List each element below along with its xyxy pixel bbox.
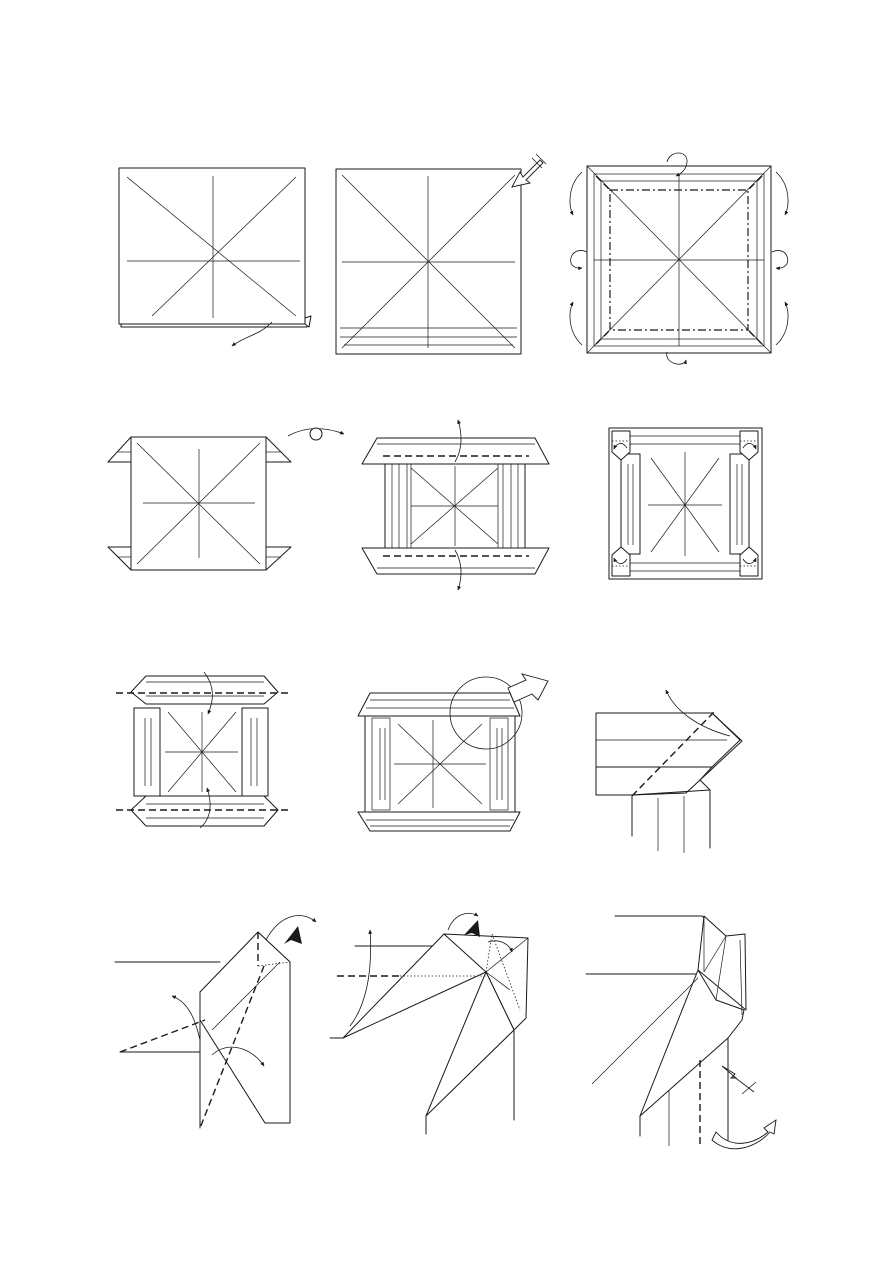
- fold-arrow-icon: [265, 915, 317, 941]
- step-4-flap-tl: [107, 436, 132, 463]
- zoom-circle-icon: [449, 676, 523, 750]
- step-12-top-edge: [614, 915, 717, 929]
- step-7-bottom-band: [130, 795, 279, 827]
- step-7: [116, 671, 292, 829]
- step-8: [357, 673, 549, 832]
- step-7-right-column: [241, 707, 269, 797]
- step-6: [608, 427, 763, 580]
- unfold-arrow-icon: [666, 351, 687, 365]
- unfold-arrow-icon: [569, 171, 583, 216]
- repeat-arrow-icon: [511, 153, 547, 188]
- step-12-guide-line: [591, 977, 699, 1085]
- step-10-long-valley: [199, 965, 265, 1129]
- step-4-flap-tr: [265, 436, 292, 463]
- fold-arrow-icon: [199, 787, 211, 829]
- step-10: [114, 915, 317, 1129]
- fold-arrow-icon: [454, 549, 462, 591]
- squash-icon: [739, 546, 759, 577]
- push-arrow-icon: [464, 920, 480, 937]
- unfold-arrow-icon: [775, 301, 789, 346]
- unfold-arrow-icon: [570, 250, 588, 271]
- fold-arrow-icon: [454, 419, 462, 463]
- fold-arrow-icon: [203, 671, 213, 715]
- unfold-arrow-icon: [569, 301, 583, 346]
- unfold-arrow-icon: [775, 171, 789, 216]
- step-1: [118, 167, 312, 347]
- squash-icon: [739, 430, 759, 461]
- hollow-arrow-icon: [507, 673, 549, 703]
- step-4-flap-bl: [107, 546, 132, 571]
- step-1-diagonal-b: [151, 176, 297, 317]
- step-6-right-column: [729, 453, 750, 555]
- step-3-corner-valley-br: [745, 327, 763, 345]
- squash-icon: [611, 430, 631, 461]
- step-7-top-band: [130, 675, 279, 705]
- step-8-top-band: [357, 692, 521, 717]
- unfold-arrow-icon: [666, 152, 688, 177]
- step-10-short-valley: [119, 1019, 206, 1053]
- fold-down-arrow-icon: [231, 321, 273, 347]
- step-4: [107, 427, 345, 571]
- step-1-corner-flap: [304, 315, 312, 328]
- step-1-diagonal-a: [126, 176, 297, 317]
- push-arrow-icon: [721, 1065, 738, 1079]
- squash-icon: [611, 546, 631, 577]
- fold-arrow-icon: [171, 995, 201, 1041]
- hollow-arrow-icon: [711, 1119, 777, 1150]
- fold-arrow-icon: [211, 1046, 265, 1067]
- step-11: [329, 912, 529, 1135]
- fold-arrow-icon: [665, 689, 731, 737]
- fold-arrow-icon: [447, 912, 479, 931]
- step-6-left-column: [620, 453, 641, 555]
- step-3-corner-valley-tr: [745, 175, 763, 193]
- step-9-edge: [631, 712, 743, 796]
- step-3: [569, 152, 789, 365]
- step-9: [595, 689, 743, 853]
- step-2: [335, 153, 547, 355]
- unfold-arrow-icon: [771, 250, 789, 271]
- step-11-lower-flap: [425, 971, 515, 1117]
- step-4-flap-br: [265, 546, 292, 571]
- push-arrow-icon: [284, 926, 302, 944]
- step-5-bottom-band: [361, 547, 550, 575]
- step-8-bottom-band: [357, 811, 521, 832]
- fold-arrow-icon: [487, 940, 513, 953]
- step-3-corner-valley-tl: [595, 175, 613, 193]
- step-2-diagonal-b: [341, 174, 516, 349]
- step-5-top-band: [361, 437, 550, 465]
- step-3-corner-valley-bl: [595, 327, 613, 345]
- step-9-valley-fold: [631, 711, 715, 797]
- step-9-lower-layers: [595, 766, 713, 796]
- step-12: [585, 915, 777, 1150]
- turn-over-icon: [287, 427, 345, 441]
- step-5: [361, 419, 550, 591]
- fold-arrow-icon: [349, 929, 373, 1027]
- step-7-left-column: [133, 707, 161, 797]
